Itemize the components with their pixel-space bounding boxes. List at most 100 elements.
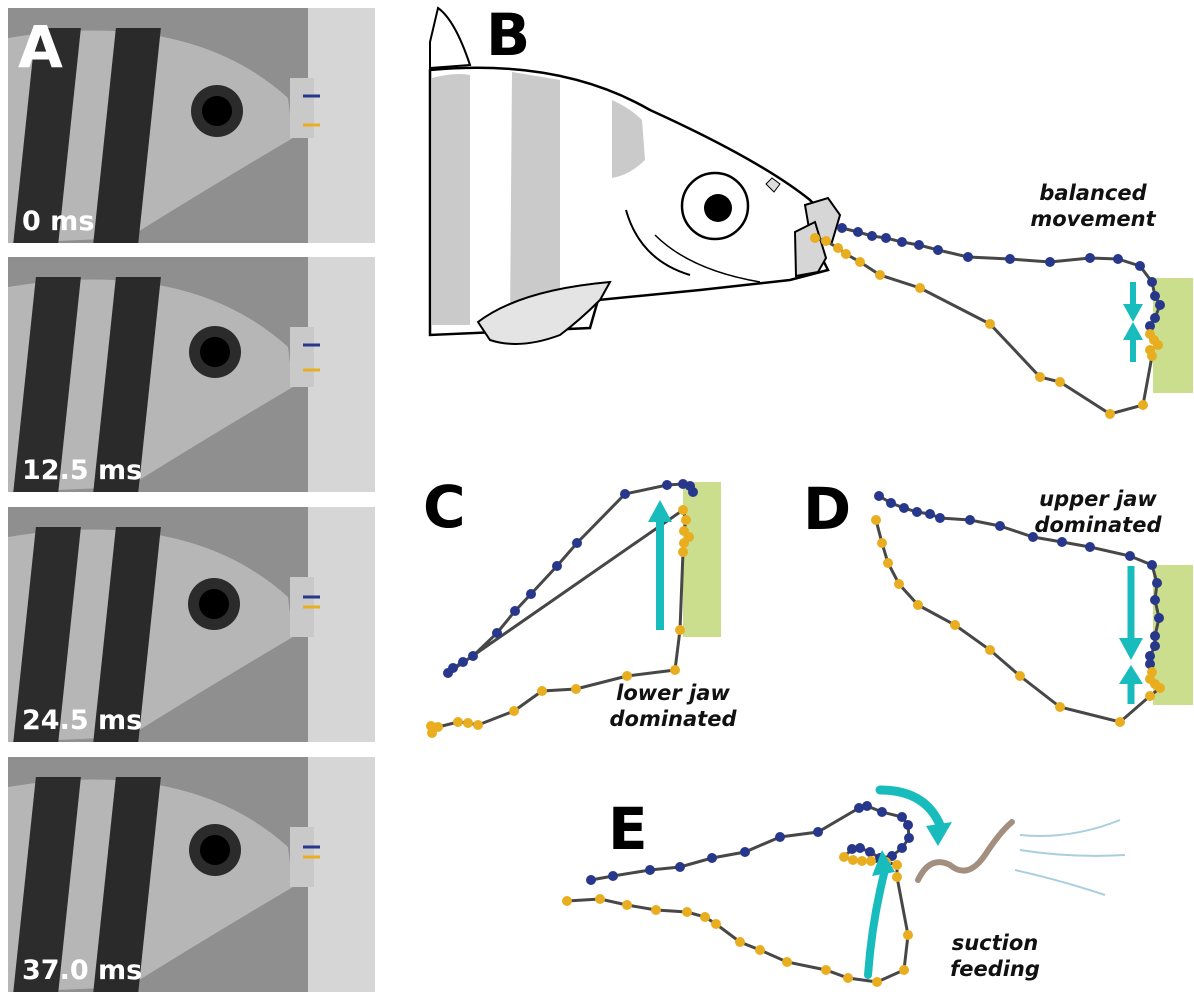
upper-jaw-point-d-9 — [1057, 537, 1067, 547]
upper-jaw-point-c-5 — [572, 538, 582, 548]
lower-jaw-point-c-14 — [453, 717, 463, 727]
upper-jaw-point-e-10 — [877, 807, 887, 817]
upper-jaw-point-d-1 — [886, 498, 896, 508]
lower-jaw-point-c-0 — [678, 505, 688, 515]
lower-jaw-point-e-5 — [892, 860, 902, 870]
lower-jaw-point-d-3 — [1155, 683, 1165, 693]
upper-jaw-point-e-2 — [645, 865, 655, 875]
lower-jaw-point-d-14 — [871, 515, 881, 525]
panel-letter-b: B — [486, 6, 530, 64]
upper-jaw-point-b-6 — [933, 245, 943, 255]
upper-jaw-point-e-0 — [586, 875, 596, 885]
lower-jaw-point-c-13 — [463, 718, 473, 728]
upper-jaw-point-b-4 — [897, 237, 907, 247]
upper-jaw-point-c-4 — [620, 489, 630, 499]
lower-jaw-point-d-4 — [1145, 691, 1155, 701]
label-suction-feeding: suction feeding — [920, 930, 1070, 982]
upper-jaw-point-e-9 — [862, 801, 872, 811]
upper-jaw-point-d-15 — [1154, 613, 1164, 623]
upper-jaw-point-d-11 — [1125, 551, 1135, 561]
label-d-line2: dominated — [1008, 512, 1188, 538]
upper-jaw-point-b-13 — [1147, 277, 1157, 287]
upper-jaw-point-c-13 — [443, 668, 453, 678]
upper-jaw-point-d-16 — [1150, 631, 1160, 641]
water-flow-lines — [1015, 820, 1125, 895]
lower-jaw-point-d-10 — [913, 600, 923, 610]
lower-jaw-point-c-6 — [675, 625, 685, 635]
lower-jaw-point-b-9 — [985, 319, 995, 329]
upper-jaw-point-c-8 — [510, 606, 520, 616]
panel-letter-c: C — [423, 478, 466, 536]
lower-jaw-point-b-4 — [1147, 351, 1157, 361]
label-e-line2: feeding — [920, 956, 1070, 982]
lower-jaw-point-b-14 — [833, 243, 843, 253]
upper-jaw-point-d-4 — [925, 509, 935, 519]
lower-jaw-point-e-11 — [821, 965, 831, 975]
lower-jaw-point-c-10 — [537, 686, 547, 696]
upper-jaw-point-e-5 — [740, 847, 750, 857]
upper-jaw-point-d-17 — [1150, 641, 1160, 651]
upper-jaw-point-d-0 — [874, 491, 884, 501]
upper-jaw-point-c-6 — [552, 561, 562, 571]
label-b-line1: balanced — [1008, 180, 1178, 206]
label-b-line2: movement — [1008, 206, 1178, 232]
upper-jaw-point-d-10 — [1085, 542, 1095, 552]
upper-jaw-point-e-17 — [865, 847, 875, 857]
upper-jaw-point-c-9 — [492, 628, 502, 638]
lower-jaw-point-b-7 — [1055, 377, 1065, 387]
lower-jaw-point-b-16 — [810, 233, 820, 243]
lower-jaw-point-e-9 — [872, 977, 882, 987]
lower-jaw-point-e-10 — [843, 973, 853, 983]
upper-jaw-point-b-10 — [1085, 253, 1095, 263]
lower-jaw-point-d-11 — [894, 579, 904, 589]
upper-jaw-point-d-2 — [899, 503, 909, 513]
upper-jaw-point-e-3 — [675, 862, 685, 872]
label-balanced-movement: balanced movement — [1008, 180, 1178, 232]
upper-jaw-point-b-9 — [1045, 257, 1055, 267]
upper-jaw-point-b-12 — [1135, 261, 1145, 271]
lower-jaw-point-c-4 — [679, 538, 689, 548]
upper-jaw-point-e-7 — [813, 827, 823, 837]
upper-jaw-point-d-13 — [1152, 578, 1162, 588]
upper-jaw-point-e-1 — [608, 871, 618, 881]
lower-jaw-point-e-3 — [866, 856, 876, 866]
lower-jaw-point-b-15 — [821, 236, 831, 246]
upper-jaw-point-c-3 — [662, 480, 672, 490]
lower-jaw-point-e-19 — [622, 900, 632, 910]
lower-jaw-point-e-7 — [903, 930, 913, 940]
lower-jaw-point-c-11 — [509, 706, 519, 716]
upper-jaw-point-b-3 — [881, 233, 891, 243]
lower-jaw-point-b-8 — [1035, 372, 1045, 382]
lower-jaw-point-e-20 — [595, 894, 605, 904]
lower-jaw-point-b-11 — [875, 270, 885, 280]
lower-jaw-point-e-21 — [562, 896, 572, 906]
upper-jaw-point-b-0 — [837, 223, 847, 233]
lower-jaw-point-c-1 — [681, 515, 691, 525]
lower-jaw-point-e-8 — [899, 965, 909, 975]
upper-jaw-point-b-7 — [963, 252, 973, 262]
upper-jaw-point-d-7 — [995, 521, 1005, 531]
lower-jaw-point-e-18 — [651, 905, 661, 915]
label-upper-jaw-dominated: upper jaw dominated — [1008, 486, 1188, 538]
lower-jaw-point-e-14 — [735, 937, 745, 947]
label-c-line1: lower jaw — [588, 680, 758, 706]
lower-jaw-point-d-5 — [1115, 717, 1125, 727]
lower-jaw-point-d-6 — [1055, 702, 1065, 712]
target-surface-c — [683, 482, 721, 637]
upper-jaw-point-e-13 — [904, 833, 914, 843]
lower-jaw-point-e-2 — [857, 856, 867, 866]
upper-jaw-point-b-1 — [853, 227, 863, 237]
upper-jaw-point-c-11 — [458, 657, 468, 667]
upper-jaw-point-e-14 — [897, 843, 907, 853]
upper-jaw-point-d-5 — [935, 513, 945, 523]
upper-jaw-point-b-2 — [867, 231, 877, 241]
upper-jaw-point-e-19 — [847, 844, 857, 854]
lower-jaw-point-d-12 — [883, 558, 893, 568]
lower-jaw-point-e-13 — [755, 945, 765, 955]
upper-jaw-point-d-14 — [1150, 595, 1160, 605]
lower-jaw-point-c-12 — [473, 720, 483, 730]
upper-jaw-point-b-15 — [1155, 300, 1165, 310]
upper-jaw-point-e-6 — [775, 832, 785, 842]
lower-jaw-point-e-16 — [700, 912, 710, 922]
lower-jaw-point-d-13 — [877, 538, 887, 548]
